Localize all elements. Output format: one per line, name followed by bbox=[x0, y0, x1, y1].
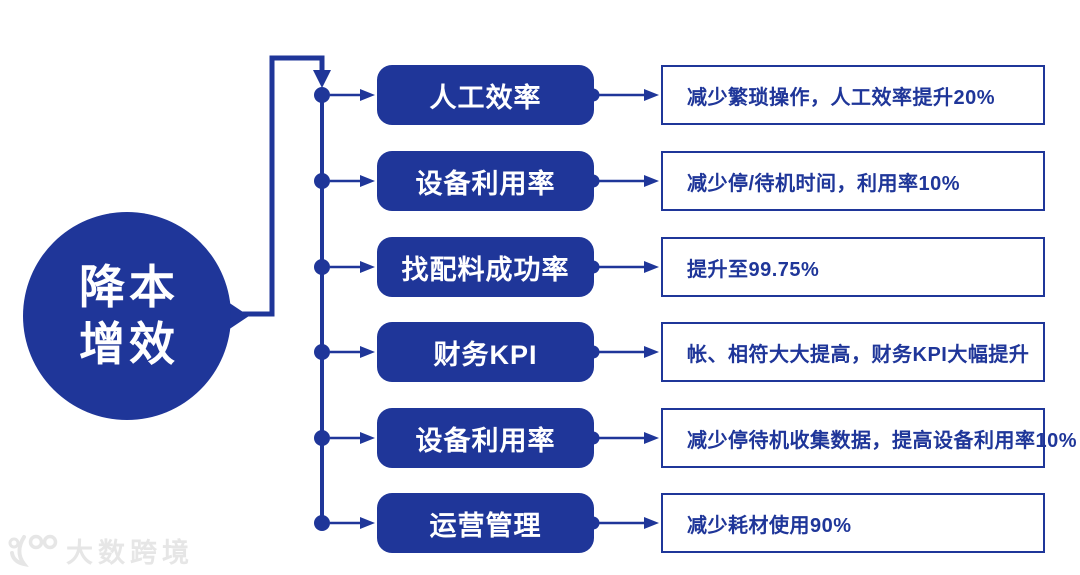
diagram-row: 人工效率 减少繁琐操作，人工效率提升20% bbox=[0, 65, 1080, 125]
diagram-row: 运营管理 减少耗材使用90% bbox=[0, 493, 1080, 553]
category-pill: 人工效率 bbox=[377, 65, 594, 125]
result-box: 减少耗材使用90% bbox=[661, 493, 1045, 553]
result-box: 提升至99.75% bbox=[661, 237, 1045, 297]
diagram-row: 财务KPI 帐、相符大大提高，财务KPI大幅提升 bbox=[0, 322, 1080, 382]
watermark-text: 大数跨境 bbox=[66, 538, 194, 568]
category-pill: 设备利用率 bbox=[377, 408, 594, 468]
result-text: 减少停/待机时间，利用率10% bbox=[687, 172, 961, 195]
category-pill: 运营管理 bbox=[377, 493, 594, 553]
result-text: 减少停待机收集数据，提高设备利用率10% bbox=[687, 429, 1078, 452]
result-text: 提升至99.75% bbox=[687, 258, 820, 281]
result-box: 帐、相符大大提高，财务KPI大幅提升 bbox=[661, 322, 1045, 382]
hundred-logo-icon bbox=[8, 534, 58, 567]
category-pill: 找配料成功率 bbox=[377, 237, 594, 297]
result-box: 减少繁琐操作，人工效率提升20% bbox=[661, 65, 1045, 125]
result-text: 帐、相符大大提高，财务KPI大幅提升 bbox=[687, 343, 1030, 366]
watermark: 大数跨境 bbox=[8, 531, 194, 570]
result-text: 减少耗材使用90% bbox=[687, 514, 852, 537]
category-pill: 财务KPI bbox=[377, 322, 594, 382]
result-text: 减少繁琐操作，人工效率提升20% bbox=[687, 86, 996, 109]
category-pill: 设备利用率 bbox=[377, 151, 594, 211]
diagram-row: 设备利用率 减少停/待机时间，利用率10% bbox=[0, 151, 1080, 211]
result-box: 减少停待机收集数据，提高设备利用率10% bbox=[661, 408, 1077, 468]
hub-label-line2: 增效 bbox=[79, 318, 179, 370]
hub-circle: 降本 增效 bbox=[23, 212, 231, 420]
result-box: 减少停/待机时间，利用率10% bbox=[661, 151, 1045, 211]
hub-label-line1: 降本 bbox=[79, 261, 179, 313]
diagram-row: 设备利用率 减少停待机收集数据，提高设备利用率10% bbox=[0, 408, 1080, 468]
diagram-row: 找配料成功率 提升至99.75% bbox=[0, 237, 1080, 297]
